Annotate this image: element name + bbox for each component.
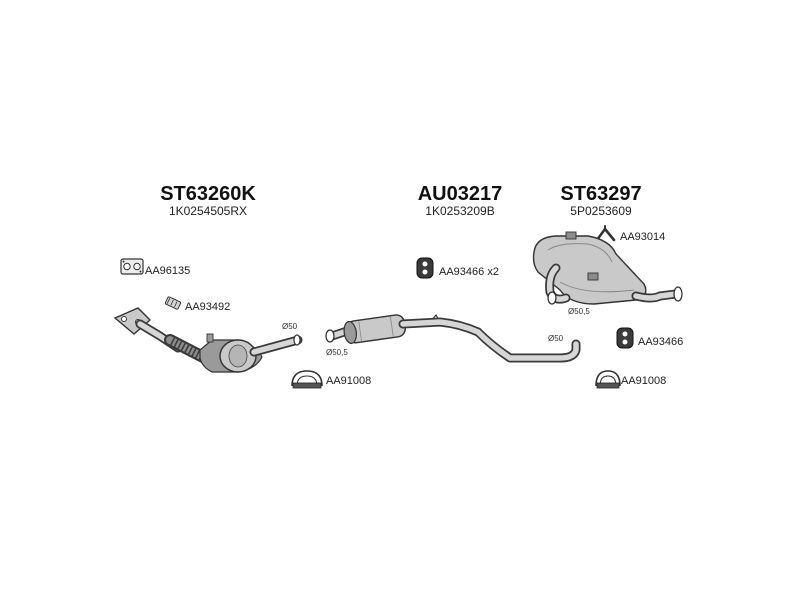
catalytic-converter-assembly [113,307,303,373]
part-code-middle: AU03217 [418,183,503,205]
bolt-kit-label: AA93492 [185,301,230,313]
hanger-clip-label: AA93014 [620,231,665,243]
oem-number-middle: 1K0253209B [425,204,494,218]
diameter-label-mid-inlet: Ø50,5 [326,348,348,357]
oem-number-rear: 5P0253609 [570,204,632,218]
exhaust-clamp-icon [595,370,621,389]
part-code-front: ST63260K [160,183,256,205]
hanger-clip-icon [595,225,616,242]
gasket-label: AA96135 [145,265,190,277]
diameter-label-cat-outlet: Ø50 [282,322,298,331]
rubber-mount-right-label: AA93466 [638,336,683,348]
clamp-right-label: AA91008 [621,375,666,387]
gasket-icon [120,258,144,275]
middle-silencer-assembly [325,313,581,363]
bolt-kit-icon [164,296,182,310]
flex-pipe [164,334,211,364]
exhaust-clamp-icon [291,370,323,389]
rubber-mount-icon [616,327,634,349]
rear-silencer-assembly [532,231,683,305]
diameter-label-mid-outlet: Ø50 [548,334,564,343]
oem-number-front: 1K0254505RX [169,204,247,218]
diameter-label-rear-inlet: Ø50,5 [568,307,590,316]
part-code-rear: ST63297 [560,183,641,205]
rubber-mount-icon [416,257,434,279]
rubber-mount-x2-label: AA93466 x2 [439,266,499,278]
clamp-left-label: AA91008 [326,375,371,387]
